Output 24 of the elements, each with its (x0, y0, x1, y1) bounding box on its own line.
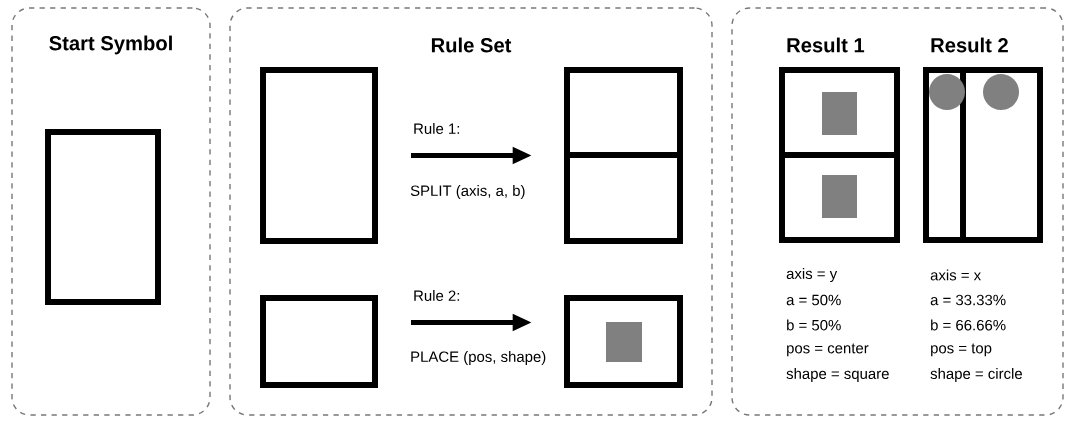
parameter-text: a = 50% (786, 294, 841, 306)
panel-heading: Rule Set (431, 37, 512, 53)
parameter-text: a = 33.33% (930, 294, 1006, 306)
rectangle (260, 295, 378, 388)
parameter-text: b = 50% (787, 319, 841, 331)
edge-label: Rule 1: (414, 123, 460, 134)
dashed-panel (731, 7, 1064, 416)
result-heading: Result 2 (931, 37, 1008, 53)
parameter-text: shape = square (786, 368, 889, 382)
result-heading: Result 1 (787, 37, 865, 53)
parameter-text: pos = top (931, 343, 992, 357)
split-rectangle-drawing (564, 67, 683, 244)
rectangle (45, 129, 161, 305)
rule-function-text: PLACE (pos, shape) (411, 351, 546, 365)
rule-function-text: SPLIT (axis, a, b) (410, 185, 525, 199)
panel-heading: Start Symbol (49, 35, 172, 55)
rectangle-with-square-drawing (564, 295, 683, 388)
edge-label: Rule 2: (414, 290, 460, 301)
rectangle (260, 67, 378, 244)
parameter-text: axis = y (786, 268, 838, 282)
parameter-text: shape = circle (930, 368, 1022, 382)
parameter-text: pos = center (787, 343, 869, 357)
parameter-text: b = 66.66% (931, 319, 1006, 331)
parameter-text: axis = x (930, 269, 981, 281)
